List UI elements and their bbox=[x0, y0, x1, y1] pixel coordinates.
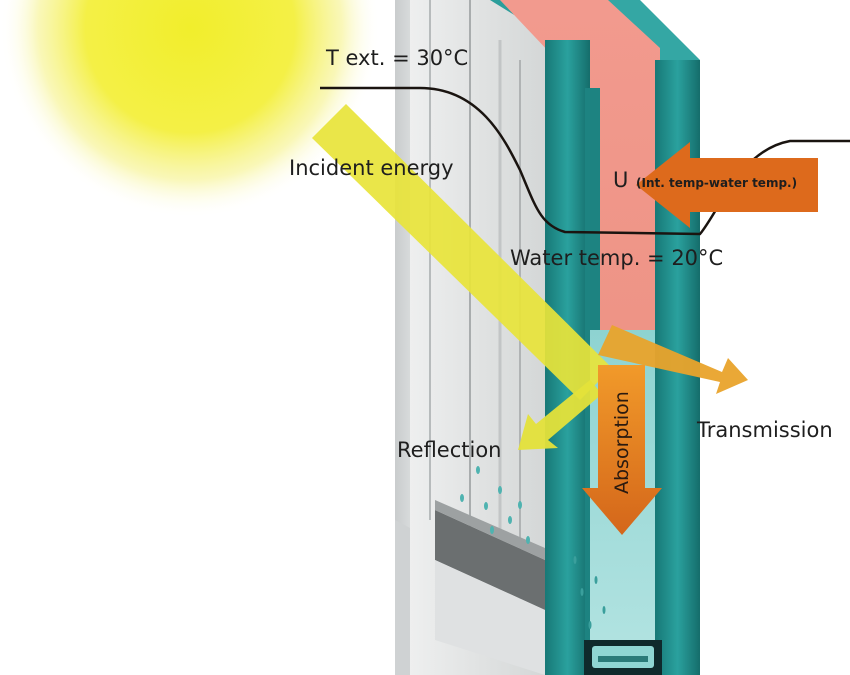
sun-icon bbox=[0, 0, 380, 218]
incident-energy-label: Incident energy bbox=[289, 156, 454, 180]
reflection-arrow bbox=[518, 380, 602, 450]
window-frame bbox=[395, 0, 550, 675]
absorption-label: Absorption bbox=[611, 391, 633, 494]
reflection-label: Reflection bbox=[397, 438, 502, 462]
u-detail-label: (Int. temp-water temp.) bbox=[636, 176, 798, 190]
absorption-arrow bbox=[582, 365, 662, 535]
water-temp-label: Water temp. = 20°C bbox=[510, 246, 724, 270]
u-heat-arrow bbox=[636, 142, 818, 228]
exterior-temp-label: T ext. = 30°C bbox=[326, 46, 469, 70]
transmission-label: Transmission bbox=[697, 418, 833, 442]
u-symbol-label: U bbox=[613, 168, 629, 192]
transmission-arrow bbox=[598, 325, 748, 394]
incident-energy-arrow bbox=[312, 104, 612, 400]
